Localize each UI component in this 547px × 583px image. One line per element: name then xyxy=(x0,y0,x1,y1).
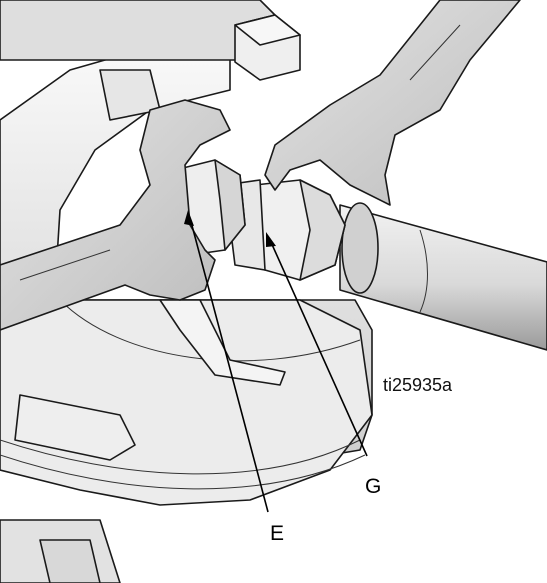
callout-label-g: G xyxy=(365,475,381,498)
leader-lines xyxy=(184,210,368,513)
right-wrench xyxy=(264,0,521,206)
supply-pipe xyxy=(339,202,547,351)
image-code: ti25935a xyxy=(383,375,453,395)
left-wrench xyxy=(0,99,231,331)
hex-fitting-g xyxy=(224,179,346,281)
leader-line-e xyxy=(189,217,269,513)
leader-line-g xyxy=(269,239,368,457)
bracket xyxy=(14,299,286,461)
leader-arrow-e xyxy=(184,210,194,226)
leader-arrow-g xyxy=(266,232,276,247)
upper-fitting xyxy=(0,0,301,121)
callout-label-e: E xyxy=(270,522,284,545)
